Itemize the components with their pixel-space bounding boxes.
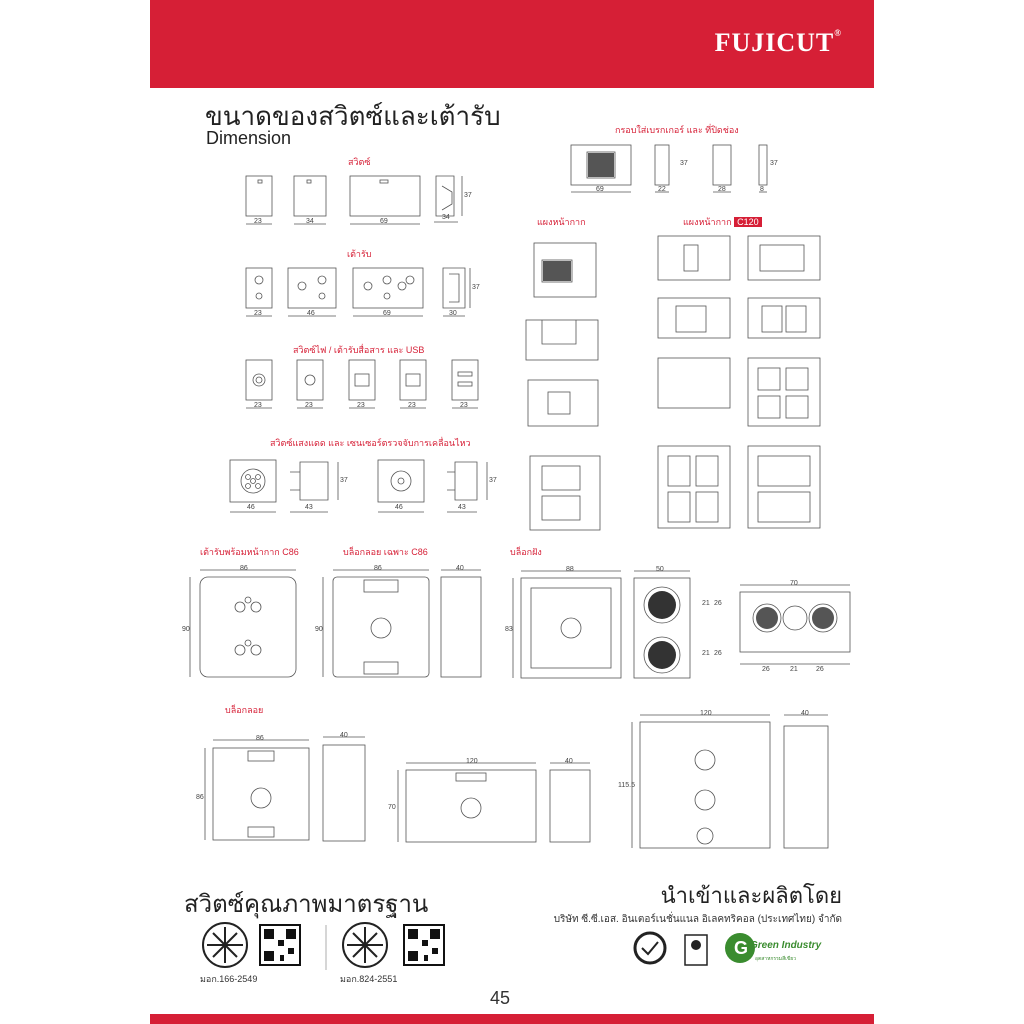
label-outlet: เต้ารับ	[347, 249, 372, 259]
dimension-drawings	[189, 144, 851, 849]
green-industry-label: Green Industry	[750, 940, 822, 951]
dim-surface3-h: 115.5	[618, 782, 635, 789]
dim-switch-2: 34	[306, 218, 314, 225]
dim-flush-21c: 21	[790, 666, 798, 673]
footer-quality-heading: สวิตซ์คุณภาพมาตรฐาน	[184, 891, 429, 918]
dim-surface3-w: 120	[700, 710, 712, 717]
dim-flush-d: 50	[656, 566, 664, 573]
dim-flush-26d: 26	[816, 666, 824, 673]
dim-outlet-height: 37	[472, 284, 480, 291]
dim-flush-26c: 26	[762, 666, 770, 673]
dim-surface2-d: 40	[565, 758, 573, 765]
dim-outlet-2: 46	[307, 310, 315, 317]
page-number: 45	[490, 988, 511, 1008]
dim-ind-2: 23	[305, 402, 313, 409]
dim-switch-3: 69	[380, 218, 388, 225]
dim-sensor-4: 43	[458, 504, 466, 511]
footer-company: บริษัท ซี.ซี.เอส. อินเตอร์เนชั่นแนล อิเล…	[553, 914, 842, 925]
dim-surface-h: 86	[196, 794, 204, 801]
tis-mark-2	[342, 922, 388, 968]
dim-c86-h: 90	[182, 626, 190, 633]
dim-flush-h: 83	[505, 626, 513, 633]
dim-frame-3: 28	[718, 186, 726, 193]
dim-ind-1: 23	[254, 402, 262, 409]
label-breaker-frame: กรอบใส่เบรกเกอร์ และ ที่ปิดช่อง	[615, 125, 739, 135]
header-bar: FUJICUT®	[150, 0, 874, 88]
label-indicator-usb: สวิตซ์ไฟ / เต้ารับสื่อสาร และ USB	[293, 345, 425, 355]
dim-boxc86-w: 86	[374, 565, 382, 572]
dim-flush-w: 88	[566, 566, 574, 573]
dim-c86-w: 86	[240, 565, 248, 572]
dim-ind-5: 23	[460, 402, 468, 409]
footer-import-heading: นำเข้าและผลิตโดย	[660, 883, 842, 908]
brand-logo: FUJICUT®	[714, 28, 842, 57]
dim-outlet-side: 30	[449, 310, 457, 317]
page-title-english: Dimension	[206, 128, 292, 148]
catalog-page: FUJICUT® ขนาดของสวิตซ์และเต้ารับ Dimensi…	[150, 0, 874, 1024]
dim-flush-21a: 21	[702, 600, 710, 607]
dim-surface2-w: 120	[466, 758, 478, 765]
dim-switch-1: 23	[254, 218, 262, 225]
dim-switch-side: 34	[442, 214, 450, 221]
dim-sensor-3: 46	[395, 504, 403, 511]
dim-frame-1: 69	[596, 186, 604, 193]
dim-surface2-h: 70	[388, 804, 396, 811]
dim-sensor-2: 43	[305, 504, 313, 511]
label-box-c86: บล็อกลอย เฉพาะ C86	[343, 547, 428, 557]
label-sensor: สวิตซ์แสงแดด และ เซนเซอร์ตรวจจับการเคลื่…	[270, 438, 471, 448]
dim-ind-4: 23	[408, 402, 416, 409]
dim-flush-21b: 21	[702, 650, 710, 657]
label-faceplate-c120: แผงหน้ากาก C120	[683, 215, 762, 229]
dim-outlet-3: 69	[383, 310, 391, 317]
green-industry-sub: อุตสาหกรรมสีเขียว	[755, 956, 797, 962]
label-switch: สวิตซ์	[348, 157, 371, 167]
dim-switch-height: 37	[464, 192, 472, 199]
footer-bar	[150, 1014, 874, 1024]
dim-surface-w: 86	[256, 735, 264, 742]
dim-sensor-h1: 37	[340, 477, 348, 484]
dim-sensor-1: 46	[247, 504, 255, 511]
dim-flush-26a: 26	[714, 600, 722, 607]
label-outlet-c86: เต้ารับพร้อมหน้ากาก C86	[200, 547, 299, 557]
cert-label-1: มอก.166-2549	[200, 974, 258, 984]
dim-frame-2: 22	[658, 186, 666, 193]
cert-label-2: มอก.824-2551	[340, 974, 398, 984]
dim-surface3-d: 40	[801, 710, 809, 717]
label-faceplate: แผงหน้ากาก	[537, 217, 586, 227]
dim-ind-3: 23	[357, 402, 365, 409]
label-box-flush: บล็อกฝัง	[510, 547, 542, 557]
dim-flush-side-w: 70	[790, 580, 798, 587]
dim-frame-h2: 37	[770, 160, 778, 167]
page-title-thai: ขนาดของสวิตซ์และเต้ารับ	[205, 101, 501, 131]
dim-boxc86-d: 40	[456, 565, 464, 572]
dim-frame-h1: 37	[680, 160, 688, 167]
dim-boxc86-h: 90	[315, 626, 323, 633]
dim-surface-d: 40	[340, 732, 348, 739]
dim-outlet-1: 23	[254, 310, 262, 317]
label-box-surface: บล็อกลอย	[225, 705, 264, 715]
tis-mark-1	[202, 922, 248, 968]
svg-text:G: G	[734, 938, 748, 958]
dim-frame-4: 8	[760, 186, 764, 193]
dim-flush-26b: 26	[714, 650, 722, 657]
footer-graphics: G	[202, 922, 755, 970]
dim-sensor-h2: 37	[489, 477, 497, 484]
c120-badge: C120	[734, 217, 762, 227]
